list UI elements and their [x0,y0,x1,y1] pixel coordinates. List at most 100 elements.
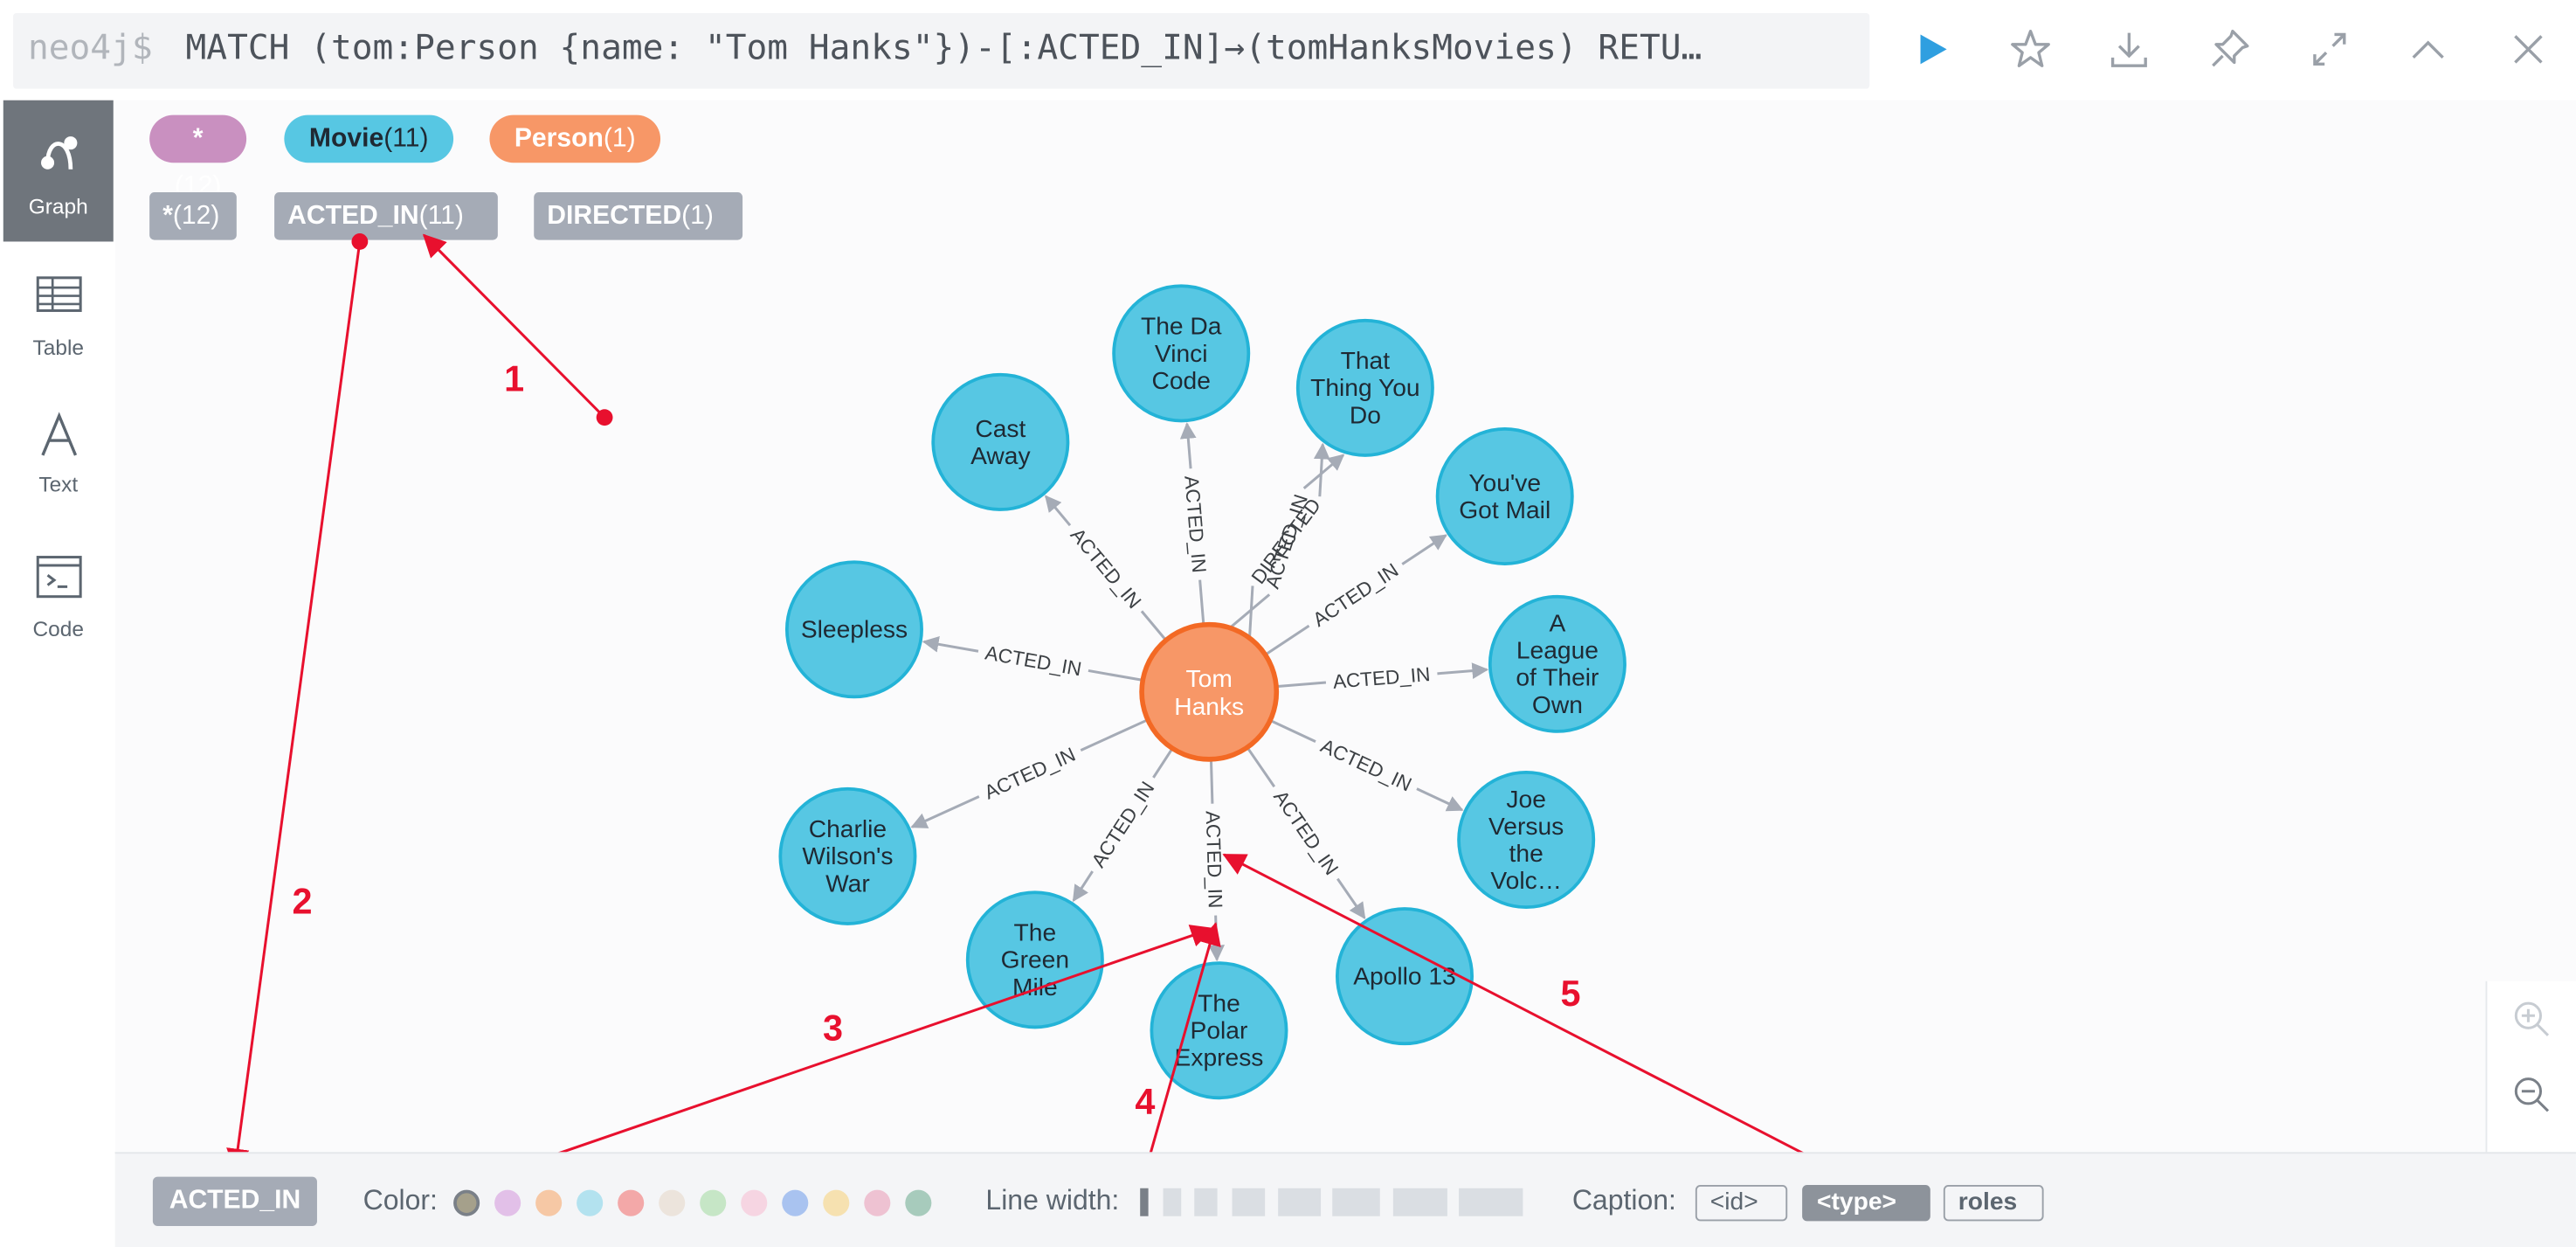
query-text[interactable]: MATCH (tom:Person {name: "Tom Hanks"})-[… [185,27,1702,68]
edge-7-arrow[interactable] [1208,915,1226,962]
line-width-option[interactable] [1459,1188,1523,1216]
color-swatch[interactable] [494,1189,521,1216]
annotation-arrow-2 [226,241,362,1172]
sidebar-item-table[interactable]: Table [3,241,114,383]
edge-2-line[interactable] [1229,593,1271,629]
caption-option-type[interactable]: <type> [1802,1184,1930,1222]
relationship-label[interactable]: ACTED_IN [984,641,1083,680]
color-swatch[interactable] [864,1189,891,1216]
download-icon[interactable] [2103,23,2155,75]
person-node-caption: Tom [1186,664,1233,692]
edge-9-arrow[interactable] [910,795,980,828]
movie-node[interactable] [1435,426,1574,565]
edge-6-arrow[interactable] [1336,877,1366,920]
movie-node[interactable] [965,890,1104,1029]
relationship-label[interactable]: ACTED_IN [981,744,1079,804]
person-node[interactable] [1139,621,1280,762]
color-swatch[interactable] [659,1189,686,1216]
edge-2-b-arrow[interactable] [1313,442,1330,497]
movie-node[interactable] [1336,907,1474,1046]
line-width-option[interactable] [1194,1188,1218,1216]
rel-tag-directed[interactable]: DIRECTED(1) [534,192,743,240]
movie-node-caption: That [1341,346,1391,374]
edge-0-line[interactable] [1140,610,1167,641]
movie-node[interactable] [1150,961,1288,1100]
edge-1-arrow[interactable] [1179,422,1197,469]
edge-5-arrow[interactable] [1416,787,1464,812]
edge-9-line[interactable] [1080,718,1149,752]
line-width-option[interactable] [1163,1188,1182,1216]
relationship-label[interactable]: ACTED_IN [1088,778,1159,871]
pill-name: * [192,124,204,153]
label-pill-person[interactable]: Person(1) [489,114,661,163]
color-swatch[interactable] [905,1189,932,1216]
relationship-label[interactable]: ACTED_IN [1269,786,1343,879]
edge-3-line[interactable] [1264,624,1310,656]
line-width-option[interactable] [1232,1188,1266,1216]
color-swatch[interactable] [535,1189,563,1216]
caption-option-id[interactable]: <id> [1695,1184,1788,1222]
edge-4-arrow[interactable] [1437,662,1489,679]
edge-2-arrow[interactable] [1302,454,1345,489]
line-width-option[interactable] [1140,1188,1149,1216]
label-pill-all[interactable]: *(12) [149,114,247,200]
color-swatch[interactable] [700,1189,727,1216]
relationship-label[interactable]: ACTED_IN [1309,559,1402,631]
line-width-option[interactable] [1278,1188,1322,1216]
edge-8-line[interactable] [1152,747,1174,779]
line-width-option[interactable] [1392,1188,1447,1216]
movie-node-caption: The [1014,918,1057,946]
rel-tag-acted-in[interactable]: ACTED_IN(11) [274,192,498,240]
relationship-label[interactable]: ACTED_IN [1332,663,1431,693]
relationship-label[interactable]: ACTED_IN [1202,811,1226,909]
rel-tag-all[interactable]: *(12) [149,192,237,240]
collapse-icon[interactable] [2402,23,2455,75]
line-width-option[interactable] [1332,1188,1380,1216]
edge-3-arrow[interactable] [1401,534,1447,565]
edge-10-arrow[interactable] [922,635,979,653]
movie-node[interactable] [1488,594,1626,733]
zoom-controls [2485,980,2576,1153]
movie-node[interactable] [778,786,917,925]
color-swatch[interactable] [782,1189,809,1216]
sidebar-item-code[interactable]: Code [3,524,114,666]
sidebar-item-graph[interactable]: Graph [3,100,114,242]
caption-option-roles[interactable]: roles [1943,1184,2044,1222]
close-icon[interactable] [2502,23,2554,75]
color-swatch[interactable] [577,1189,604,1216]
edge-7-line[interactable] [1209,759,1214,804]
relationship-label[interactable]: ACTED_IN [1180,475,1210,573]
sidebar-item-text[interactable]: Text [3,383,114,524]
label-pill-movie[interactable]: Movie(11) [284,114,454,163]
edge-10-line[interactable] [1088,669,1143,682]
color-swatch[interactable] [823,1189,850,1216]
movie-node-caption: Own [1532,690,1583,718]
edge-1-line[interactable] [1198,579,1205,626]
play-icon[interactable] [1906,23,1958,75]
color-swatch[interactable] [618,1189,645,1216]
movie-node[interactable] [1457,771,1596,910]
movie-node-caption: Wilson's [802,842,893,869]
zoom-in-icon[interactable] [2510,998,2553,1041]
edge-5-line[interactable] [1269,718,1316,743]
movie-node[interactable] [784,560,923,699]
query-editor[interactable]: neo4j$ MATCH (tom:Person {name: "Tom Han… [13,13,1870,89]
movie-node[interactable] [1112,284,1251,423]
relationship-label[interactable]: ACTED_IN [1317,735,1415,796]
edge-8-arrow[interactable] [1072,870,1094,903]
pin-icon[interactable] [2203,23,2255,75]
edge-6-line[interactable] [1246,746,1276,788]
edge-2-b-line[interactable] [1248,585,1254,639]
relationship-label[interactable]: ACTED_IN [1067,523,1146,613]
movie-node[interactable] [931,372,1070,511]
annotation-dot-1 [596,409,613,426]
zoom-out-icon[interactable] [2510,1073,2553,1116]
star-icon[interactable] [2004,23,2056,75]
movie-node[interactable] [1295,318,1434,457]
edge-4-line[interactable] [1275,681,1327,689]
expand-icon[interactable] [2303,23,2356,75]
edge-0-arrow[interactable] [1044,495,1072,527]
color-swatch[interactable] [741,1189,768,1216]
color-swatch[interactable] [453,1189,480,1216]
